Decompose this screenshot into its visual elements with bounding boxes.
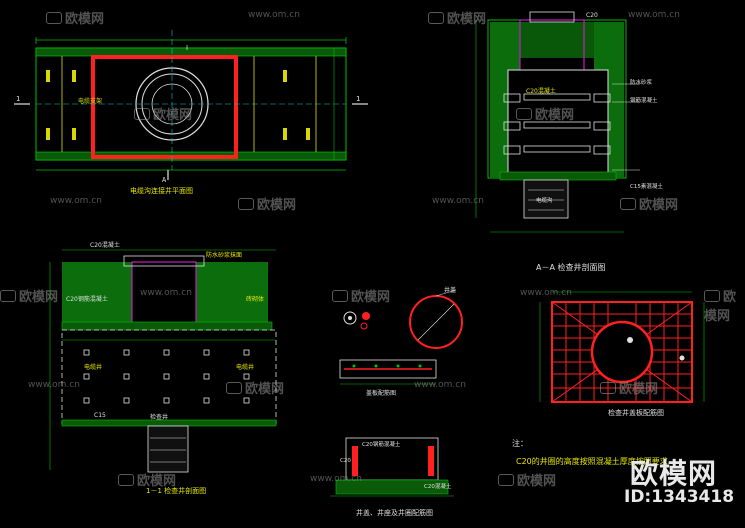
detail-bottom-label-3: C20 <box>340 458 351 464</box>
watermark-brand: 欧模网 <box>245 382 285 397</box>
watermark-6: 欧模网 <box>620 194 678 213</box>
plan-section-right: 1 <box>356 95 361 103</box>
watermark-3: 欧模网 <box>134 104 192 123</box>
brand-logo-icon <box>46 12 62 24</box>
aa-label-bottom: C15素混凝土 <box>630 184 663 190</box>
aa-label-center: 电缆沟 <box>536 198 553 204</box>
brand-logo-icon <box>134 108 150 120</box>
plan-top-label: Ⅰ <box>186 44 189 52</box>
plan-section-left: 1 <box>16 95 21 103</box>
watermark-11: 欧模网 <box>600 378 658 397</box>
notes-line-1: C20的井圈的高度按照混凝土厚度按照要求 <box>516 457 668 466</box>
watermark-13: 欧模网 <box>498 470 556 489</box>
watermark-9: 欧模网 <box>704 286 745 324</box>
watermark-url-4: www.om.cn <box>432 196 484 206</box>
s11-label-right-box: 电缆井 <box>236 364 255 371</box>
s11-label-right-mid: 砖砌体 <box>246 296 265 303</box>
detail-views <box>330 289 463 497</box>
s11-label-right-top: 防水砂浆抹面 <box>206 252 243 259</box>
watermark-brand: 欧模网 <box>65 12 105 27</box>
section-11 <box>49 249 277 473</box>
brand-logo-icon <box>118 474 134 486</box>
watermark-10: 欧模网 <box>226 378 284 397</box>
rebar-plan <box>539 291 705 403</box>
watermark-8: 欧模网 <box>332 286 390 305</box>
brand-logo-icon <box>620 198 636 210</box>
detail-strip-caption: 盖板配筋图 <box>366 390 397 397</box>
aa-top-dim: C20 <box>586 12 598 19</box>
watermark-brand: 欧模网 <box>351 290 391 305</box>
brand-name: 欧模网 <box>630 457 718 490</box>
brand-logo-icon <box>0 290 16 302</box>
watermark-url-3: www.om.cn <box>50 196 102 206</box>
watermark-2: 欧模网 <box>428 8 486 27</box>
watermark-url-9: www.om.cn <box>310 474 362 484</box>
s11-label-center: 检查井 <box>150 414 169 421</box>
notes-title: 注： <box>512 439 528 448</box>
watermark-7: 欧模网 <box>0 286 58 305</box>
watermark-url-6: www.om.cn <box>520 288 572 298</box>
watermark-1: 欧模网 <box>46 8 104 27</box>
brand-id: ID:1343418 <box>624 487 735 507</box>
watermark-brand: 欧模网 <box>447 12 487 27</box>
s11-label-bottom: C15 <box>94 412 106 419</box>
watermark-brand: 欧模网 <box>257 198 297 213</box>
watermark-url-1: www.om.cn <box>248 10 300 20</box>
brand-logo-icon <box>332 290 348 302</box>
s11-caption: 1－1 检查井剖面图 <box>146 487 207 495</box>
watermark-5: 欧模网 <box>238 194 296 213</box>
brand-logo-icon <box>238 198 254 210</box>
watermark-12: 欧模网 <box>118 470 176 489</box>
aa-label-right-1: 防水砂浆 <box>630 80 653 86</box>
plan-label-left: 电缆支架 <box>78 98 103 105</box>
watermark-url-7: www.om.cn <box>28 380 80 390</box>
s11-label-left-mid: C20钢筋混凝土 <box>66 296 108 303</box>
watermark-url-8: www.om.cn <box>414 380 466 390</box>
s11-label-top: C20混凝土 <box>90 242 120 249</box>
watermark-brand: 欧模网 <box>153 108 193 123</box>
rebar-caption: 检查井盖板配筋图 <box>608 409 664 417</box>
brand-logo-icon <box>428 12 444 24</box>
aa-label-c20: C20混凝土 <box>526 88 556 95</box>
brand-logo-icon <box>226 382 242 394</box>
detail-caption: 井盖、井座及井圈配筋图 <box>356 509 433 517</box>
aa-caption: A－A 检查井剖面图 <box>536 263 606 272</box>
brand-logo-icon <box>600 382 616 394</box>
watermark-url-2: www.om.cn <box>628 10 680 20</box>
watermark-brand: 欧模网 <box>704 290 737 324</box>
plan-view <box>14 30 368 180</box>
watermark-brand: 欧模网 <box>517 474 557 489</box>
brand-logo-icon <box>498 474 514 486</box>
watermark-brand: 欧模网 <box>535 108 575 123</box>
aa-label-right-2: 钢筋混凝土 <box>630 98 658 104</box>
detail-circle-label: 井盖 <box>444 287 457 294</box>
detail-bottom-label-1: C20钢筋混凝土 <box>362 442 401 448</box>
detail-bottom-label-2: C20混凝土 <box>424 484 452 490</box>
watermark-brand: 欧模网 <box>619 382 659 397</box>
plan-mark-a: A <box>162 176 167 184</box>
brand-logo-icon <box>516 108 532 120</box>
s11-label-left-box: 电缆井 <box>84 364 103 371</box>
brand-logo-icon <box>704 290 720 302</box>
watermark-brand: 欧模网 <box>137 474 177 489</box>
watermark-brand: 欧模网 <box>19 290 59 305</box>
watermark-brand: 欧模网 <box>639 198 679 213</box>
watermark-4: 欧模网 <box>516 104 574 123</box>
plan-caption: 电缆沟连接井平面图 <box>130 187 193 195</box>
aa-section <box>475 11 640 233</box>
watermark-url-5: www.om.cn <box>140 288 192 298</box>
